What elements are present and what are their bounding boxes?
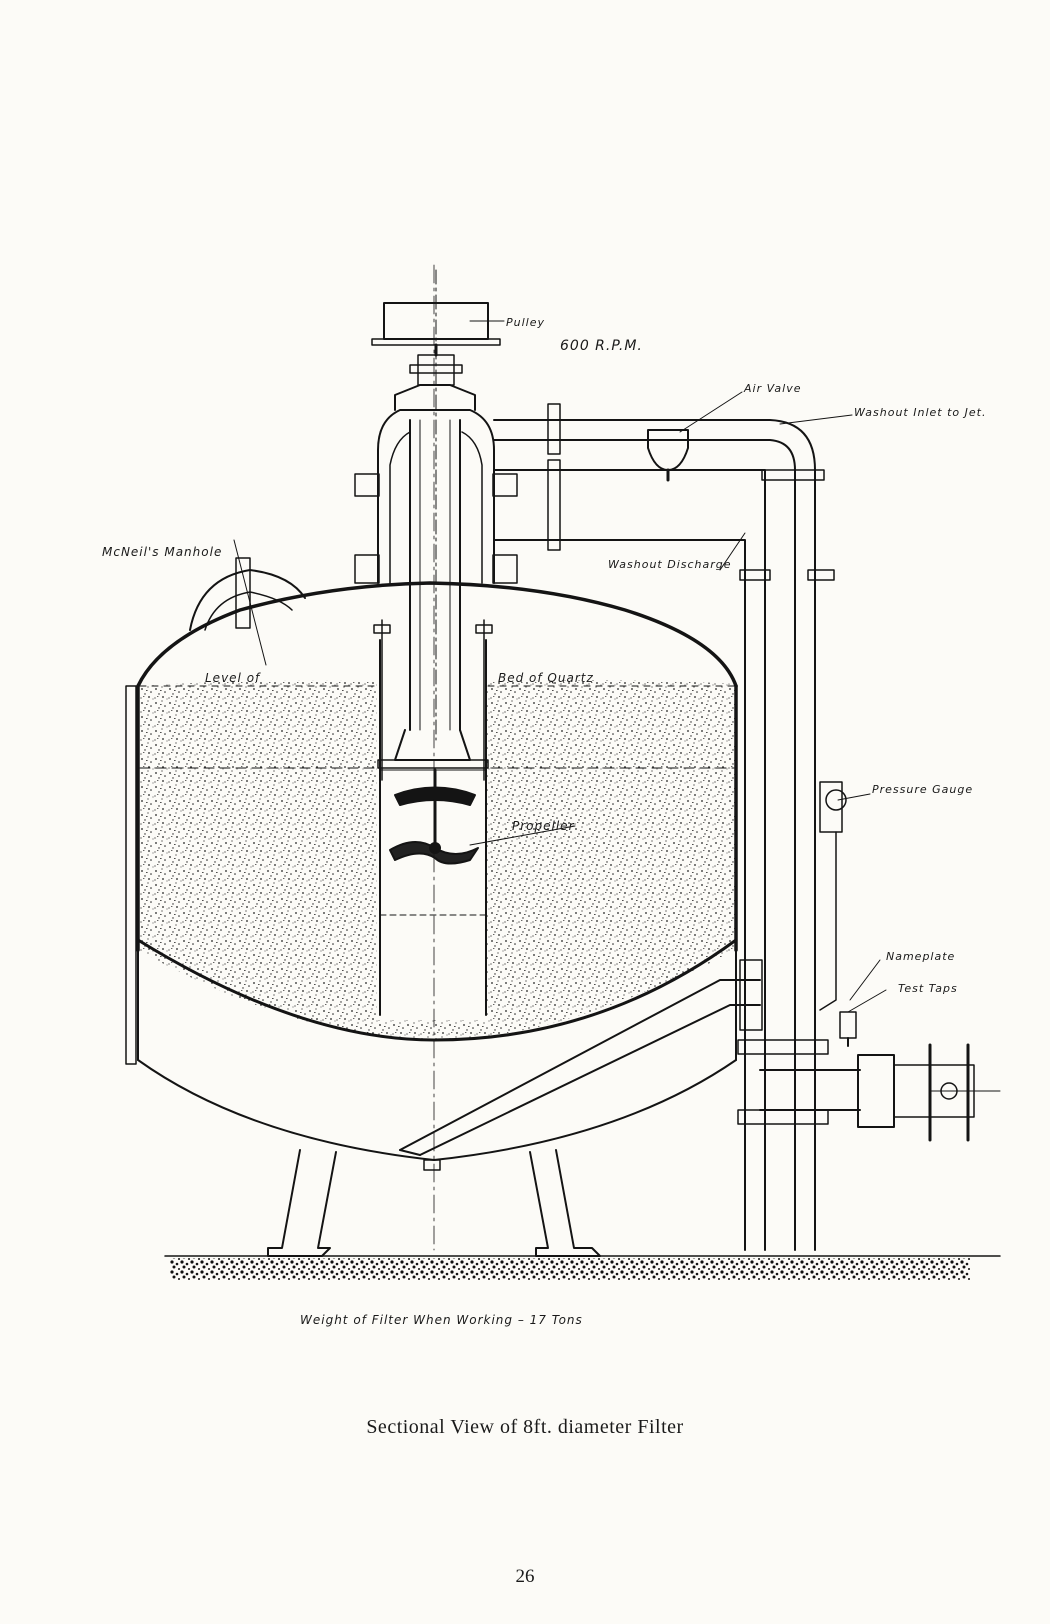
page-number: 26 <box>515 1566 535 1587</box>
valve-assembly <box>759 1043 1001 1142</box>
label-level-of: Level of <box>205 671 261 685</box>
figure-caption: Sectional View of 8ft. diameter Filter <box>366 1416 684 1438</box>
air-valve <box>647 429 689 482</box>
ground-line <box>164 1255 1001 1280</box>
test-taps <box>839 1011 857 1047</box>
central-draft-tube <box>373 419 493 1020</box>
label-washout-inlet: Washout Inlet to Jet. <box>854 406 986 419</box>
pressure-gauge <box>819 781 847 1011</box>
label-weight: Weight of Filter When Working – 17 Tons <box>300 1313 583 1327</box>
label-manhole: McNeil's Manhole <box>102 545 222 559</box>
label-air-valve: Air Valve <box>743 382 802 395</box>
label-washout-discharge: Washout Discharge <box>608 558 732 571</box>
pipework <box>399 403 1001 1251</box>
label-nameplate: Nameplate <box>886 950 955 963</box>
label-rpm: 600 R.P.M. <box>560 338 643 354</box>
label-pulley: Pulley <box>506 316 545 329</box>
label-bed-of-quartz: Bed of Quartz <box>498 671 594 685</box>
label-pressure-gauge: Pressure Gauge <box>872 783 973 796</box>
support-legs <box>267 1149 601 1257</box>
leader-lines <box>469 320 887 1013</box>
manhole <box>189 539 306 666</box>
propeller <box>389 768 479 865</box>
label-propeller: Propeller <box>512 819 575 833</box>
label-test-taps: Test Taps <box>898 982 958 995</box>
